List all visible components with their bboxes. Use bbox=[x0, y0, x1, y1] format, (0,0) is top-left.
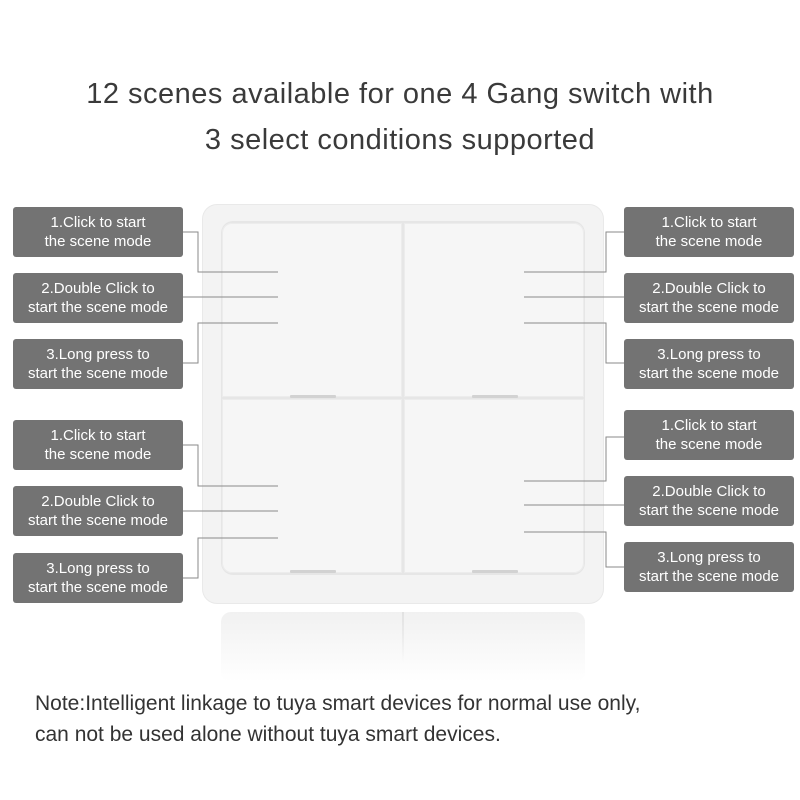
callout-line: start the scene mode bbox=[638, 299, 780, 316]
callout-line: 3.Long press to bbox=[657, 549, 761, 566]
switch-key-bottom-right[interactable] bbox=[404, 399, 584, 573]
headline-line-1: 12 scenes available for one 4 Gang switc… bbox=[86, 78, 714, 110]
switch-key-top-right[interactable] bbox=[404, 223, 584, 397]
callout-line: 2.Double Click to bbox=[41, 280, 155, 297]
callout-line: 3.Long press to bbox=[46, 560, 150, 577]
note-line-2: can not be used alone without tuya smart… bbox=[35, 723, 501, 746]
callout-top-left-double-click: 2.Double Click to start the scene mode bbox=[13, 273, 183, 323]
callout-line: the scene mode bbox=[655, 436, 763, 453]
callout-line: the scene mode bbox=[44, 446, 152, 463]
callout-line: 3.Long press to bbox=[657, 346, 761, 363]
leader-line bbox=[183, 537, 278, 579]
leader-line bbox=[524, 436, 624, 482]
callout-line: 1.Click to start bbox=[661, 417, 757, 434]
callout-bottom-right-long-press: 3.Long press to start the scene mode bbox=[624, 542, 794, 592]
callout-line: 1.Click to start bbox=[50, 427, 146, 444]
callout-line: 1.Click to start bbox=[50, 214, 146, 231]
leader-line bbox=[183, 444, 278, 487]
leader-line bbox=[183, 322, 278, 364]
callout-line: start the scene mode bbox=[27, 365, 169, 382]
callout-top-right-click: 1.Click to start the scene mode bbox=[624, 207, 794, 257]
callout-line: start the scene mode bbox=[638, 365, 780, 382]
callout-line: 2.Double Click to bbox=[652, 280, 766, 297]
callout-top-right-double-click: 2.Double Click to start the scene mode bbox=[624, 273, 794, 323]
callout-line: start the scene mode bbox=[638, 502, 780, 519]
callout-top-right-long-press: 3.Long press to start the scene mode bbox=[624, 339, 794, 389]
callout-line: the scene mode bbox=[655, 233, 763, 250]
callout-line: start the scene mode bbox=[27, 299, 169, 316]
leader-line bbox=[524, 531, 624, 568]
leader-line bbox=[524, 231, 624, 273]
callout-line: 2.Double Click to bbox=[41, 493, 155, 510]
callout-line: 3.Long press to bbox=[46, 346, 150, 363]
callout-line: start the scene mode bbox=[638, 568, 780, 585]
switch-reflection-divider bbox=[402, 612, 404, 662]
key-indicator-notch bbox=[290, 395, 336, 398]
leader-line bbox=[524, 322, 624, 364]
callout-line: start the scene mode bbox=[27, 512, 169, 529]
headline-line-2: 3 select conditions supported bbox=[204, 124, 596, 156]
callout-line: start the scene mode bbox=[27, 579, 169, 596]
callout-top-left-long-press: 3.Long press to start the scene mode bbox=[13, 339, 183, 389]
callout-bottom-left-long-press: 3.Long press to start the scene mode bbox=[13, 553, 183, 603]
leader-line bbox=[183, 231, 278, 273]
callout-line: 2.Double Click to bbox=[652, 483, 766, 500]
callout-bottom-left-click: 1.Click to start the scene mode bbox=[13, 420, 183, 470]
key-indicator-notch bbox=[290, 570, 336, 573]
callout-bottom-right-double-click: 2.Double Click to start the scene mode bbox=[624, 476, 794, 526]
callout-top-left-click: 1.Click to start the scene mode bbox=[13, 207, 183, 257]
callout-line: 1.Click to start bbox=[661, 214, 757, 231]
switch-key-top-left[interactable] bbox=[222, 223, 402, 397]
note-line-1: Note:Intelligent linkage to tuya smart d… bbox=[35, 692, 641, 715]
callout-bottom-left-double-click: 2.Double Click to start the scene mode bbox=[13, 486, 183, 536]
key-indicator-notch bbox=[472, 570, 518, 573]
callout-line: the scene mode bbox=[44, 233, 152, 250]
callout-bottom-right-click: 1.Click to start the scene mode bbox=[624, 410, 794, 460]
key-indicator-notch bbox=[472, 395, 518, 398]
